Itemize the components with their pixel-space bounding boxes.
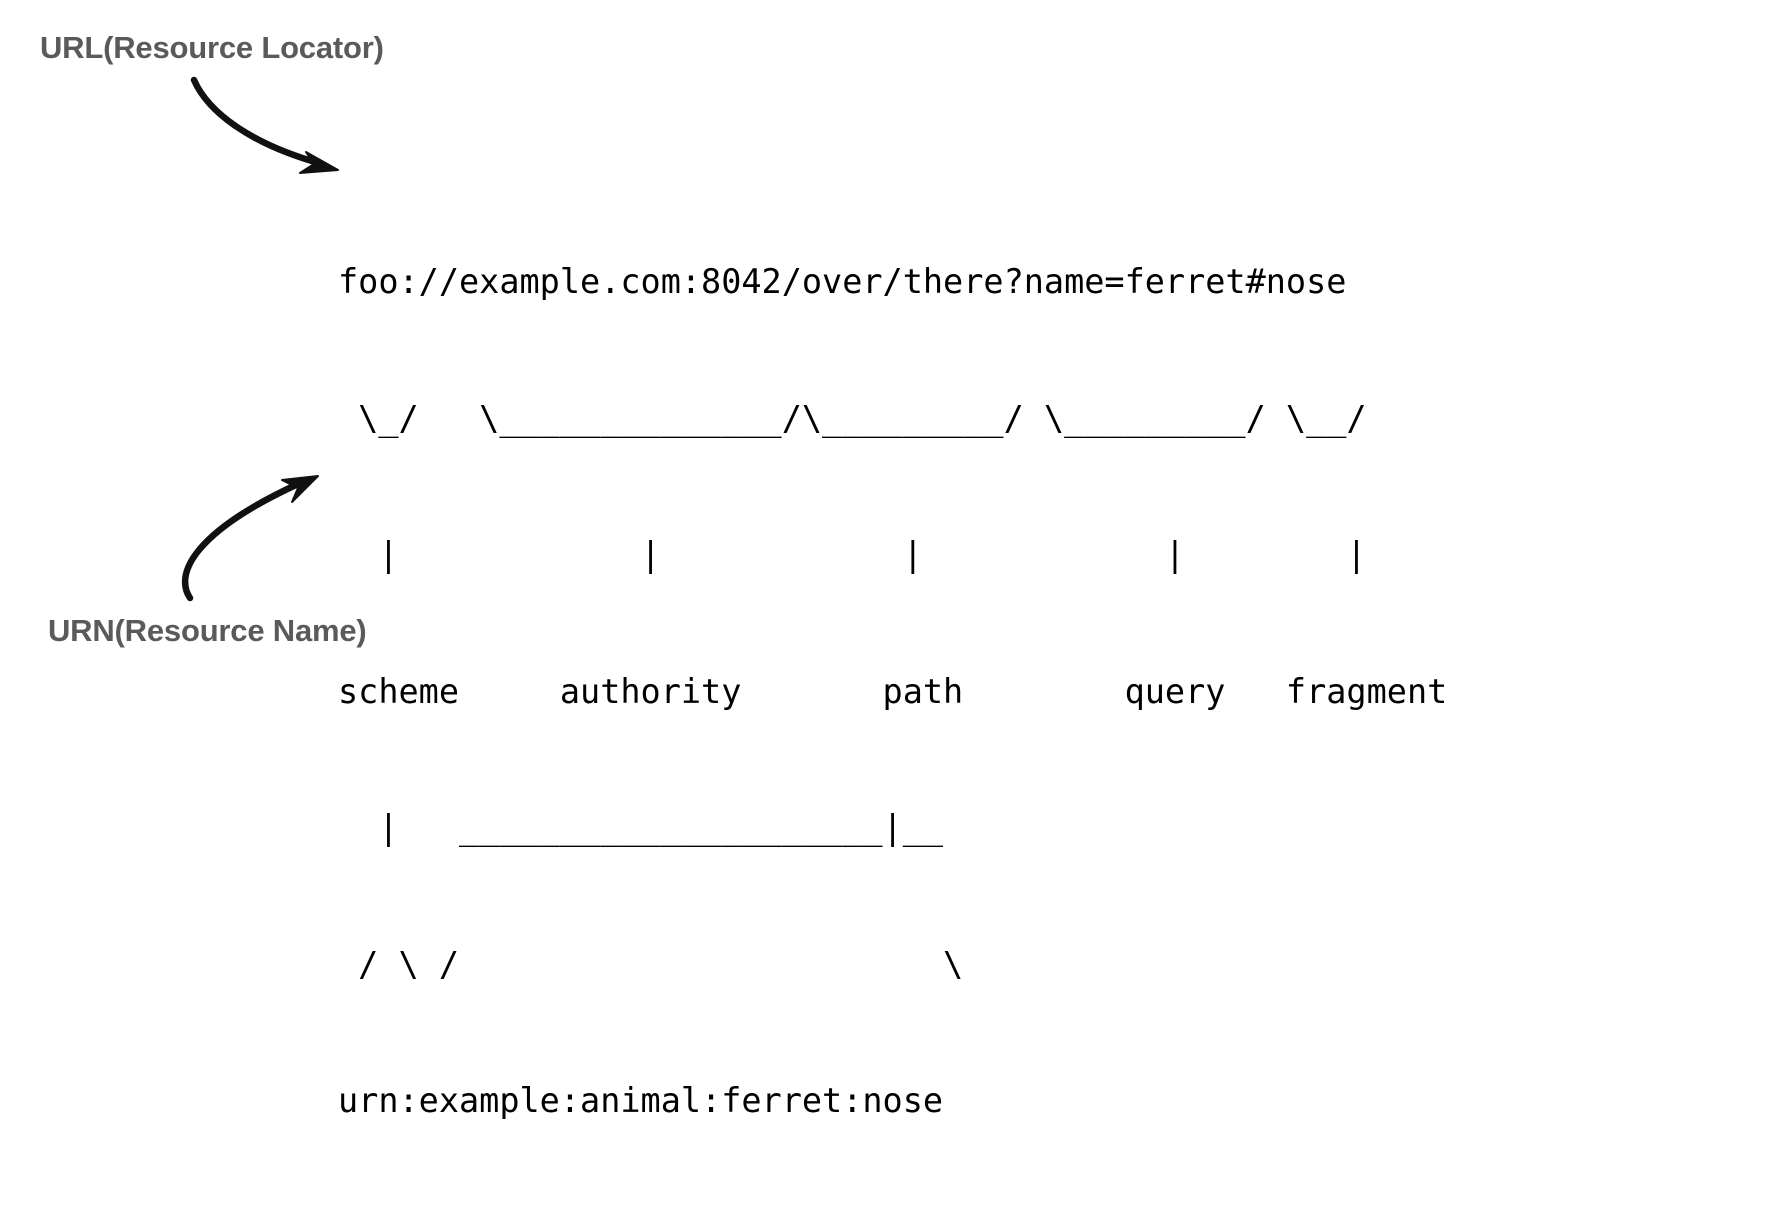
ascii-line-stems: | | | | | <box>338 535 1367 574</box>
ascii-line-urn-brace: / \ / \ <box>338 944 964 984</box>
ascii-line-urn-stem: | _____________________|__ <box>338 808 944 847</box>
url-pointer-arrow <box>190 76 339 174</box>
url-callout-label: URL(Resource Locator) <box>40 30 384 65</box>
diagram-canvas: URL(Resource Locator) URN(Resource Name)… <box>40 30 1447 1120</box>
urn-callout-label: URN(Resource Name) <box>48 613 367 648</box>
ascii-line-urn: urn:example:animal:ferret:nose <box>338 1081 944 1120</box>
ascii-line-uri: foo://example.com:8042/over/there?name=f… <box>338 262 1347 301</box>
ascii-line-brackets: \_/ \______________/\_________/ \_______… <box>338 398 1367 438</box>
urn-pointer-arrow <box>181 475 319 602</box>
ascii-line-labels: scheme authority path query fragment <box>338 671 1448 711</box>
uri-ascii-diagram: foo://example.com:8042/over/there?name=f… <box>338 168 1447 1215</box>
